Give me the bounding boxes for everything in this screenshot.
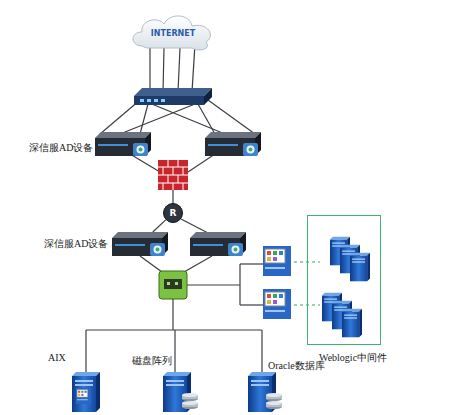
firewall-wire [188,154,215,172]
core-switch-body [159,271,187,299]
device-label: Oracle数据库 [268,360,325,372]
device-label: AIX [48,352,66,364]
device-node: 磁盘阵列 [163,372,191,412]
switch-side [204,88,212,105]
app-wire [239,264,240,305]
core-switch-led [167,282,170,285]
core-wire [184,256,212,272]
ad-wire [198,104,215,134]
disk [182,393,198,401]
ad-wire [208,100,255,134]
cluster-box: Weblogic中间件 [307,215,381,345]
internet-cloud: INTERNET [128,12,218,52]
uplink-wire [178,48,180,92]
device-node: AIX [72,372,100,412]
uplink-wire [192,44,195,92]
brick-line [168,175,169,183]
ad-wires [100,100,255,272]
switch-top [134,88,212,96]
bus-wire [261,330,262,372]
brick-line [173,183,174,190]
brick-line [163,167,164,175]
switch-ports [140,99,165,102]
weblogic-servers [322,237,370,338]
disk [266,401,282,409]
ad-wire [142,100,225,134]
uplink-wires [150,44,195,92]
network-link [153,220,166,232]
device-label: Weblogic中间件 [319,352,387,364]
device-label: 磁盘阵列 [132,355,172,367]
device-node: Oracle数据库 [248,372,276,412]
ad-wire [140,104,148,134]
device-node: 深信服AD设备 [112,232,168,256]
weblogic-server [342,309,362,338]
switch-front [134,96,204,105]
firewall [158,160,188,190]
bus-wire [174,330,175,372]
switch-port [161,99,165,102]
edge-switch [134,88,212,105]
brick-line [183,167,184,175]
brick-line [183,183,184,190]
weblogic-server [350,253,370,282]
brick-line [163,183,164,190]
uplink-wire [149,44,150,92]
disk [182,401,198,409]
storage-bus [86,299,262,372]
core-switch [159,271,187,299]
app-wires [187,264,263,305]
device-label: 深信服AD设备 [29,142,93,154]
core-switch-led [175,282,178,285]
core-wire [140,256,162,272]
ad-device [205,132,261,156]
ad-device [112,232,168,256]
disk [266,393,282,401]
cloud-label: INTERNET [128,28,218,40]
switch-port [154,99,158,102]
router-wire [172,190,173,203]
router-label: R [163,207,183,219]
app-wire [240,304,263,305]
brick-line [173,167,174,175]
app-wire [187,284,240,285]
firewall-bricks [158,160,188,190]
router-shape [164,204,183,223]
ad-device [95,132,151,156]
device-node: 深信服AD设备 [95,132,151,156]
aix-screen [76,388,91,404]
device-label: 深信服AD设备 [44,238,108,250]
aix-server [72,372,100,412]
app-server [263,289,291,319]
router-wire [181,219,210,234]
brick-line [178,175,179,183]
app-wire [240,263,263,264]
ad-device [190,232,246,256]
uplink-wire [163,48,164,92]
bus-wire [86,329,262,330]
bus-wire [172,299,173,330]
app-server [263,246,291,276]
switch-port [147,99,151,102]
firewall-wire [130,154,160,172]
bus-wire [85,330,86,372]
brick-line [168,160,169,167]
brick-line [178,160,179,167]
switch-port [140,99,144,102]
firewall-body [158,160,188,190]
core-switch-panel [164,279,182,289]
ad-wire [120,100,205,134]
router-node: R [163,203,183,223]
